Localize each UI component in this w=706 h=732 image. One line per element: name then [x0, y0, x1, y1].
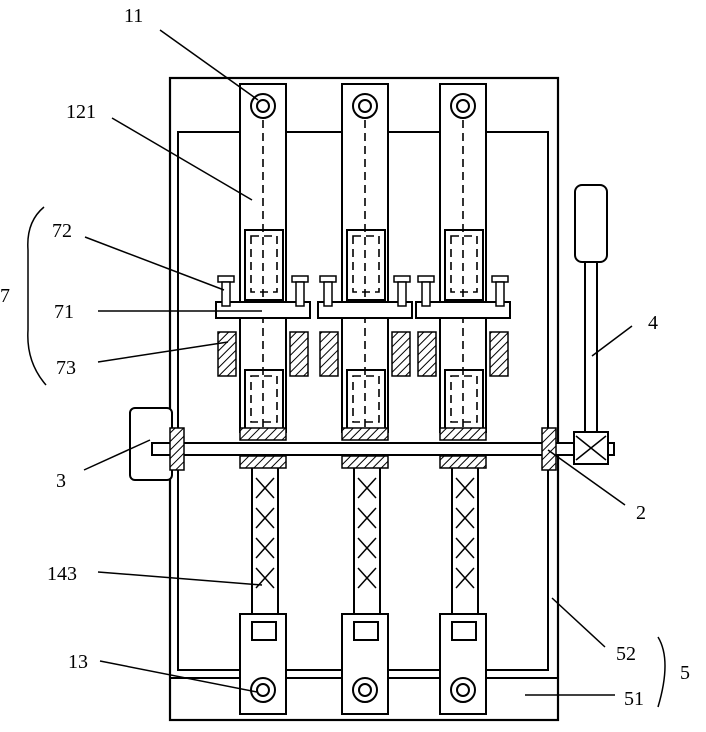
label-2: 2	[636, 502, 646, 524]
label-73: 73	[56, 357, 76, 379]
label-5: 5	[680, 662, 690, 684]
label-51: 51	[624, 688, 644, 710]
label-13: 13	[68, 651, 88, 673]
label-3: 3	[56, 470, 66, 492]
label-7: 7	[0, 285, 10, 307]
label-4: 4	[648, 312, 658, 334]
pole-3	[416, 84, 510, 714]
label-71: 71	[54, 301, 74, 323]
label-121: 121	[66, 101, 96, 123]
pole-1	[216, 84, 310, 714]
label-52: 52	[616, 643, 636, 665]
operating-handle	[575, 185, 607, 432]
label-11: 11	[124, 5, 143, 27]
label-143: 143	[47, 563, 77, 585]
label-72: 72	[52, 220, 72, 242]
pole-2	[318, 84, 412, 714]
